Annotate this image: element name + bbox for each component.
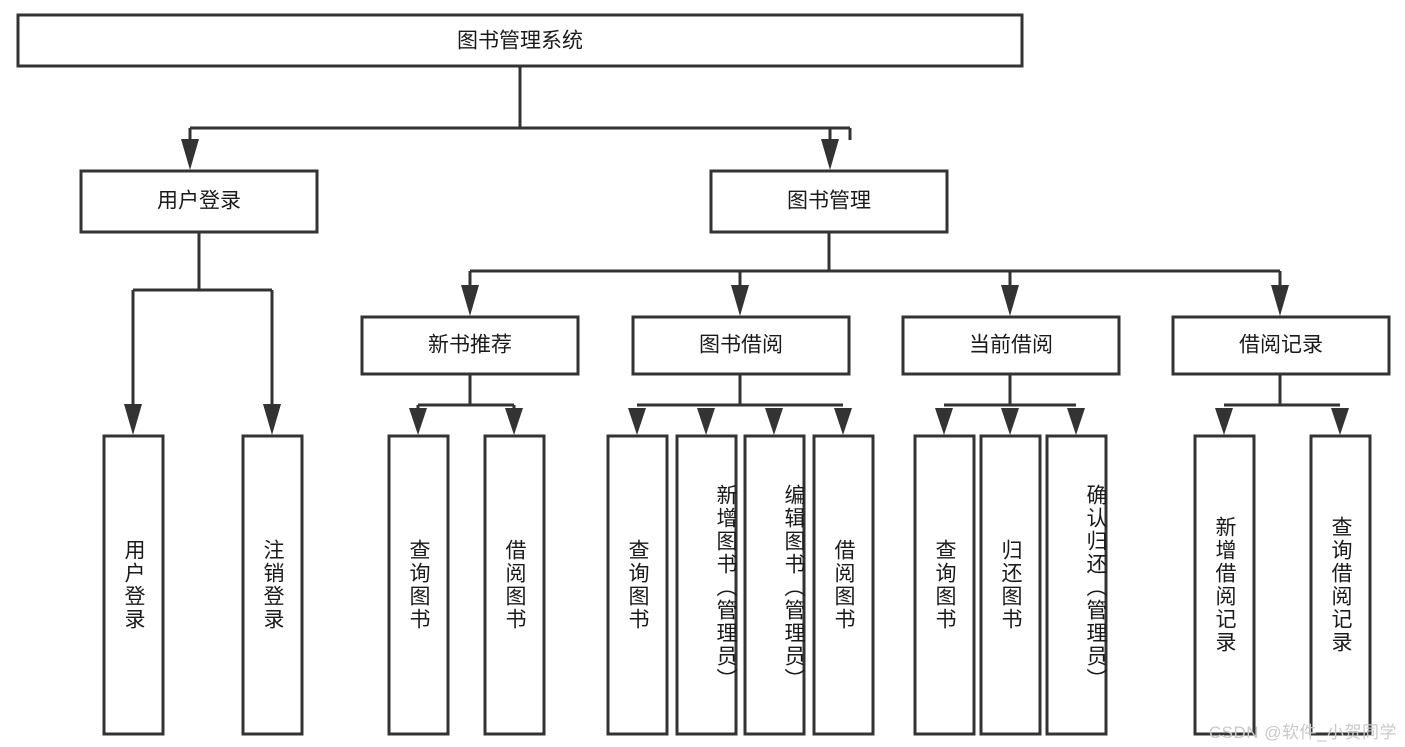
node-current-borrow[interactable]: 当前借阅 xyxy=(901,315,1121,376)
leaf-label-user-login-1: 注销登录 xyxy=(261,539,284,631)
node-book-borrow[interactable]: 图书借阅 xyxy=(631,315,851,376)
leaf-label-user-login-0: 用户登录 xyxy=(122,539,145,631)
leaf-boxes-current xyxy=(913,434,1108,736)
leaf-box-current-0[interactable] xyxy=(913,434,976,736)
leaf-box-borrow-2[interactable] xyxy=(743,434,806,736)
leaf-boxes-borrow xyxy=(606,434,875,736)
connector-bookmgmt-to-level3 xyxy=(461,232,1289,316)
node-borrow-records[interactable]: 借阅记录 xyxy=(1171,315,1391,376)
connector-newbook-to-leaves xyxy=(409,374,523,435)
leaf-label-borrow-3: 借阅图书 xyxy=(832,539,855,631)
leaf-box-records-0[interactable] xyxy=(1193,434,1256,736)
leaf-box-current-2[interactable] xyxy=(1045,434,1108,736)
leaf-label-current-1: 归还图书 xyxy=(999,539,1022,631)
node-new-book-recommend[interactable]: 新书推荐 xyxy=(360,315,580,376)
node-user-login[interactable]: 用户登录 xyxy=(79,169,319,234)
connector-current-to-leaves xyxy=(935,374,1085,435)
connector-borrow-to-leaves xyxy=(628,374,852,435)
node-root-label: 图书管理系统 xyxy=(457,30,583,53)
leaf-label-records-0: 新增借阅记录 xyxy=(1213,516,1236,654)
node-book-management-label: 图书管理 xyxy=(787,190,871,213)
connector-root-to-level2 xyxy=(181,66,852,170)
connector-userlogin-to-leaves xyxy=(124,232,281,435)
leaf-label-borrow-1: 新增图书（管理员） xyxy=(714,483,737,691)
leaf-box-borrow-1[interactable] xyxy=(675,434,738,736)
leaf-box-new-book-0[interactable] xyxy=(387,434,450,736)
node-root[interactable]: 图书管理系统 xyxy=(16,13,1024,68)
leaf-label-new-book-0: 查询图书 xyxy=(407,539,430,631)
leaf-box-user-login-1[interactable] xyxy=(241,434,304,736)
node-user-login-label: 用户登录 xyxy=(157,190,241,213)
leaf-label-borrow-0: 查询图书 xyxy=(626,539,649,631)
node-new-book-recommend-label: 新书推荐 xyxy=(428,334,512,357)
leaf-boxes-records xyxy=(1193,434,1372,736)
arrow-to-book-mgmt xyxy=(821,139,839,170)
arrow-to-user-login xyxy=(181,139,199,170)
node-borrow-records-label: 借阅记录 xyxy=(1239,334,1323,357)
leaf-label-borrow-2: 编辑图书（管理员） xyxy=(782,483,805,691)
leaf-box-user-login-0[interactable] xyxy=(102,434,165,736)
node-book-borrow-label: 图书借阅 xyxy=(699,334,783,357)
node-book-management[interactable]: 图书管理 xyxy=(709,169,949,234)
leaf-label-new-book-1: 借阅图书 xyxy=(503,539,526,631)
leaf-box-records-1[interactable] xyxy=(1309,434,1372,736)
leaf-label-current-2: 确认归还（管理员） xyxy=(1084,483,1107,691)
leaf-box-borrow-0[interactable] xyxy=(606,434,669,736)
leaf-box-current-1[interactable] xyxy=(979,434,1042,736)
connector-records-to-leaves xyxy=(1215,374,1349,435)
node-current-borrow-label: 当前借阅 xyxy=(969,334,1053,357)
leaf-label-current-0: 查询图书 xyxy=(933,539,956,631)
leaf-box-new-book-1[interactable] xyxy=(483,434,546,736)
leaf-box-borrow-3[interactable] xyxy=(812,434,875,736)
leaf-boxes-user-login xyxy=(102,434,304,736)
leaf-boxes-new-book xyxy=(387,434,546,736)
leaf-label-records-1: 查询借阅记录 xyxy=(1329,516,1352,654)
